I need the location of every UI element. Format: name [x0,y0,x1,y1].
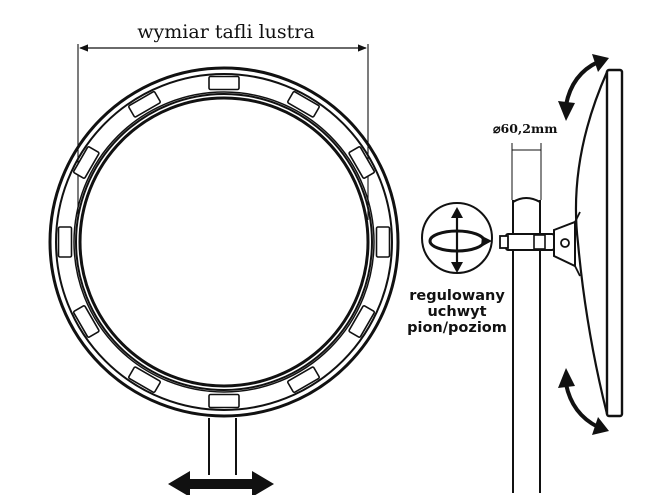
bracket-nut [533,234,546,250]
front-view: wymiar tafli lustra [48,21,400,495]
curved-double-arrow-icon [558,368,609,435]
rim-stud [348,146,376,179]
mirror-glass-edge [75,93,373,391]
rim-studs [57,75,391,409]
rim-stud [287,90,320,118]
bracket-pivot [560,238,570,248]
mirror-side-edge [605,68,624,418]
rim-stud [72,305,100,338]
mirror-glass [78,96,370,388]
bracket-clamp [505,233,555,251]
mirror-dimension-label: wymiar tafli lustra [137,21,314,43]
side-view: ⌀60,2mm [493,68,624,493]
rim-stud [128,366,161,394]
rim-stud [128,90,161,118]
mirror-housing-rim [55,73,393,411]
rotate-3d-icon [421,202,493,274]
rim-stud [208,75,240,91]
rim-stud [375,226,391,258]
bracket-arm-bottom [574,265,581,277]
mirror-convex-back [574,71,609,415]
pipe-diameter-label: ⌀60,2mm [493,121,557,136]
rim-stud [287,366,320,394]
horizontal-double-arrow-icon [168,471,274,495]
mirror-housing-outer [48,66,400,418]
rim-stud [57,226,73,258]
mirror-housing-inner-band [73,91,375,393]
rim-stud [72,146,100,179]
bracket-plate [553,220,576,268]
bracket-label-line2: uchwyt [427,304,486,320]
side-pole-cap [512,197,541,203]
bracket-label-line1: regulowany [409,288,505,304]
bracket-label-line3: pion/poziom [407,320,507,336]
rim-stud [348,305,376,338]
bracket-bolt-head [499,235,509,249]
curved-double-arrow-icon [558,54,609,121]
rim-stud [208,393,240,409]
